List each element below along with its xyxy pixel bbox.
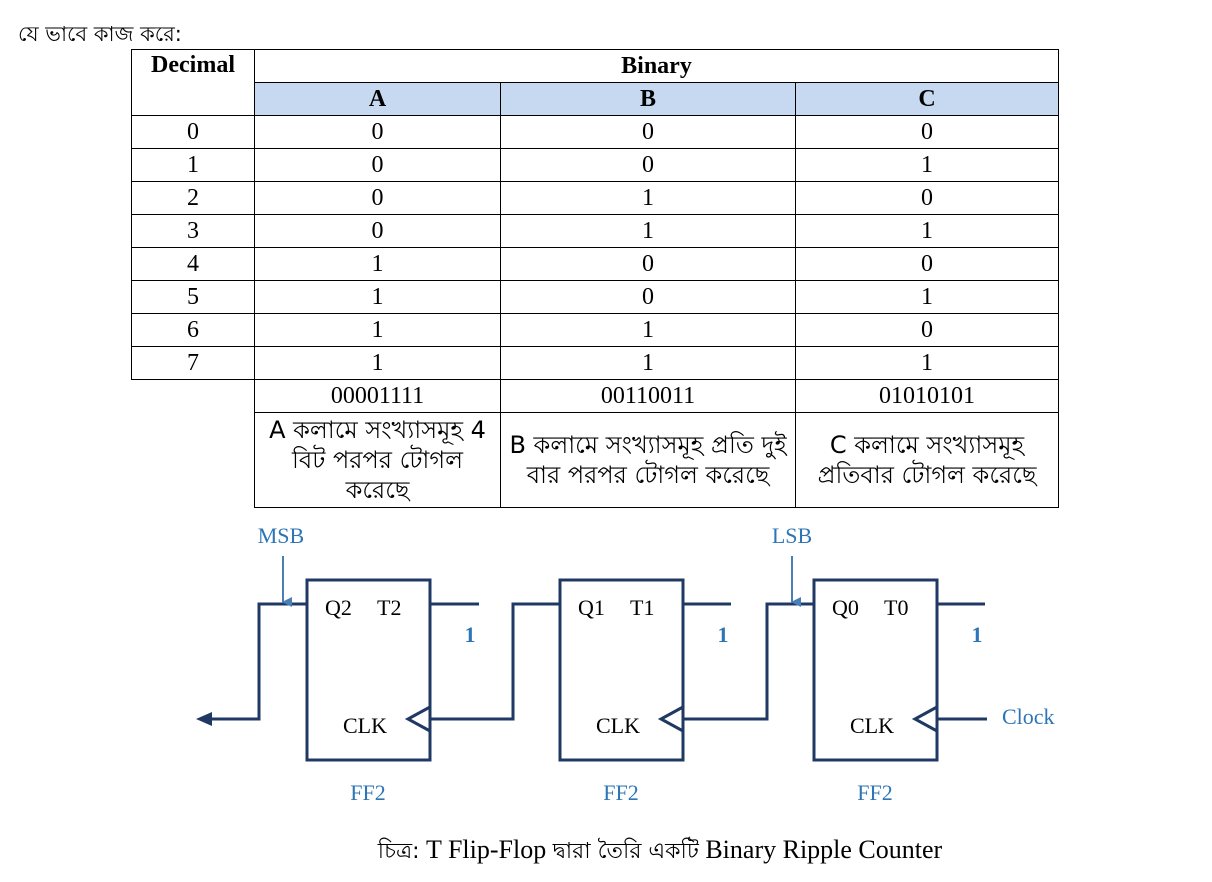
sequence-b: 00110011	[500, 379, 796, 413]
b-cell: 1	[500, 214, 796, 248]
clock-triangle-icon	[657, 705, 684, 733]
decimal-cell: 0	[131, 115, 255, 149]
decimal-cell: 1	[131, 148, 255, 182]
a-cell: 1	[254, 346, 501, 380]
flipflop-box-2	[812, 578, 939, 762]
figure-caption: চিত্র: T Flip-Flop দ্বারা তৈরি একটি Bina…	[0, 834, 1212, 871]
lsb-label: LSB	[772, 523, 812, 548]
a-cell: 0	[254, 115, 501, 149]
c-cell: 1	[795, 214, 1059, 248]
t-label: T1	[630, 595, 654, 620]
b-cell: 0	[500, 115, 796, 149]
b-cell: 0	[500, 148, 796, 182]
c-cell: 0	[795, 115, 1059, 149]
sequence-a: 00001111	[254, 379, 501, 413]
q1-to-clk2-wire	[430, 602, 560, 721]
note-b: B কলামে সংখ্যাসমূহ প্রতি দুই বার পরপর টো…	[500, 412, 796, 508]
t-label: T0	[884, 595, 908, 620]
subheader-row: A B C	[132, 82, 1059, 116]
caption-prefix: চিত্র:	[377, 839, 420, 864]
b-cell: 1	[500, 181, 796, 215]
clk-label: CLK	[596, 713, 640, 738]
flipflop-box-0	[305, 578, 432, 762]
note-c: C কলামে সংখ্যাসমূহ প্রতিবার টোগল করেছে	[795, 412, 1059, 508]
clock-label: Clock	[1002, 704, 1055, 729]
a-cell: 1	[254, 280, 501, 314]
c-cell: 1	[795, 346, 1059, 380]
header-decimal: Decimal	[131, 49, 255, 116]
decimal-cell: 3	[131, 214, 255, 248]
t-input-value: 1	[972, 622, 983, 647]
c-cell: 1	[795, 280, 1059, 314]
a-cell: 0	[254, 181, 501, 215]
a-cell: 1	[254, 247, 501, 281]
caption-part3: Binary Ripple Counter	[705, 835, 943, 864]
wires	[196, 602, 987, 726]
intro-text: যে ভাবে কাজ করে:	[18, 22, 182, 46]
output-arrow-icon	[196, 712, 212, 726]
caption-part1: T Flip-Flop	[426, 835, 547, 864]
a-cell: 0	[254, 148, 501, 182]
clk-label: CLK	[343, 713, 387, 738]
q-label: Q2	[325, 595, 352, 620]
caption-part2: দ্বারা তৈরি একটি	[552, 839, 699, 864]
c-cell: 0	[795, 313, 1059, 347]
t-label: T2	[377, 595, 401, 620]
note-row: A কলামে সংখ্যাসমূহ 4 বিট পরপর টোগল করেছে…	[132, 412, 1059, 508]
t-input-value: 1	[718, 622, 729, 647]
msb-output-wire	[210, 602, 307, 721]
flipflops	[305, 578, 939, 762]
column-c-header: C	[795, 82, 1059, 116]
q-label: Q0	[832, 595, 859, 620]
b-cell: 1	[500, 346, 796, 380]
sequence-row: 00001111 00110011 01010101	[132, 379, 1059, 413]
flipflop-box-1	[558, 578, 685, 762]
q-label: Q1	[578, 595, 605, 620]
clock-triangle-icon	[911, 705, 938, 733]
decimal-cell: 4	[131, 247, 255, 281]
msb-label: MSB	[258, 523, 304, 548]
note-a: A কলামে সংখ্যাসমূহ 4 বিট পরপর টোগল করেছে	[254, 412, 501, 508]
flipflop-name: FF2	[350, 780, 385, 805]
q0-to-clk1-wire	[684, 602, 814, 721]
flipflop-name: FF2	[603, 780, 638, 805]
flipflop-name: FF2	[857, 780, 892, 805]
clk-label: CLK	[850, 713, 894, 738]
clock-triangle-icon	[404, 705, 431, 733]
t-input-value: 1	[465, 622, 476, 647]
c-cell: 0	[795, 181, 1059, 215]
b-cell: 1	[500, 313, 796, 347]
c-cell: 0	[795, 247, 1059, 281]
